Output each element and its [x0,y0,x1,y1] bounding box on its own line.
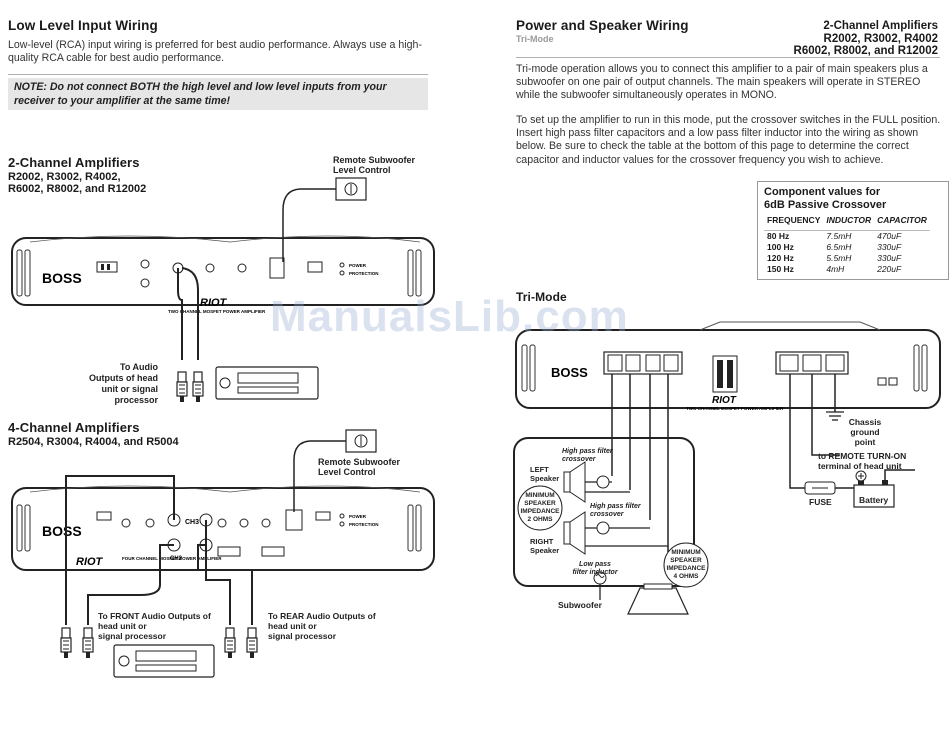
remote-sub-label-4: Level Control [318,467,376,477]
two-ch-title: 2-Channel Amplifiers [8,155,140,170]
tri-mode-diagram-title: Tri-Mode [516,290,567,304]
crossover-table: Component values for 6dB Passive Crossov… [757,181,949,280]
amp-brand: BOSS [42,523,82,539]
low-level-intro: Low-level (RCA) input wiring is preferre… [8,39,422,65]
power-led-label: POWER [349,263,367,268]
amp-brand: BOSS [42,270,82,286]
subwoofer-icon [627,583,689,615]
protection-led-label: PROTECTION [349,522,379,527]
right-speaker-icon [563,511,586,555]
divider [8,74,428,75]
four-channel-amplifier: BOSS RIOT FOUR CHANNEL MOSFET POWER AMPL… [11,485,435,571]
rear-out-3: signal processor [268,631,337,641]
watermark: ManualsLib.com [270,292,629,341]
remote-level-control [335,177,367,201]
ch2-label: CH2 [170,556,183,562]
rear-out-2: head unit or [268,621,317,631]
four-ch-title: 4-Channel Amplifiers [8,420,140,435]
amp-subtitle: TWO CHANNEL MOSFET POWER AMPLIFIER [686,406,784,411]
table-title-2: 6dB Passive Crossover [764,199,887,211]
tri-mode-para-2: To set up the amplifier to run in this m… [516,114,941,166]
audio-out-1: To Audio [120,362,158,372]
four-ch-models: R2504, R3004, R4004, and R5004 [8,436,179,448]
fuse [804,481,836,495]
power-led-label: POWER [349,514,367,519]
remote-sub-label-1: Remote Subwoofer [333,155,416,165]
table-title-1: Component values for [764,186,881,198]
tri-mode-para-1: Tri-mode operation allows you to connect… [516,63,928,102]
audio-out-2: Outputs of head [89,373,158,383]
impedance-badge-2ohm [517,485,563,531]
amp-model: RIOT [76,556,104,568]
right-models-block: 2-Channel Amplifiers R2002, R3002, R4002… [740,20,938,58]
two-channel-amplifier: BOSS RIOT TWO CHANNEL MOSFET POWER AMPLI… [11,235,435,314]
left-speaker-icon [563,461,586,503]
amp-subtitle: FOUR CHANNEL MOSFET POWER AMPLIFIER [122,556,222,561]
tri-mode-amplifier: BOSS RIOT TWO CHANNEL MOSFET POWER AMPLI… [515,321,941,411]
subwoofer-label: Subwoofer [558,600,602,610]
battery-label: Battery [859,495,889,505]
right-models-2: R6002, R8002, and R12002 [793,45,938,57]
low-level-heading: Low Level Input Wiring [8,18,158,33]
rear-out-1: To REAR Audio Outputs of [268,611,376,621]
two-ch-models-2: R6002, R8002, and R12002 [8,183,147,195]
ch3-label: CH3 [185,519,199,526]
audio-out-3: unit or signal [101,384,158,394]
right-models-title: 2-Channel Amplifiers [823,20,938,32]
amp-subtitle: TWO CHANNEL MOSFET POWER AMPLIFIER [168,309,266,314]
amp-brand: BOSS [551,365,588,380]
head-unit [215,366,319,400]
amp-model: RIOT [712,395,737,406]
remote-sub-label-2: Level Control [333,165,391,175]
audio-out-4: processor [114,395,158,405]
tri-mode-subheading: Tri-Mode [516,34,554,44]
remote-level-control [345,429,377,453]
remote-sub-label-3: Remote Subwoofer [318,457,401,467]
warning-note: NOTE: Do not connect BOTH the high level… [8,78,428,110]
two-ch-models-1: R2002, R3002, R4002, [8,171,121,183]
col-header: INDUCTOR [823,215,875,231]
impedance-badge-4ohm [663,542,709,588]
front-out-1: To FRONT Audio Outputs of [98,611,211,621]
col-header: CAPACITOR [874,215,930,231]
front-out-2: head unit or [98,621,147,631]
fuse-label: FUSE [809,497,832,507]
head-unit [113,644,215,678]
front-out-3: signal processor [98,631,167,641]
power-speaker-heading: Power and Speaker Wiring [516,18,689,33]
amp-model: RIOT [200,297,228,309]
protection-led-label: PROTECTION [349,271,379,276]
divider [516,57,940,58]
col-header: FREQUENCY [764,215,824,231]
battery-icon [853,470,895,508]
right-models-1: R2002, R3002, R4002 [823,32,938,45]
